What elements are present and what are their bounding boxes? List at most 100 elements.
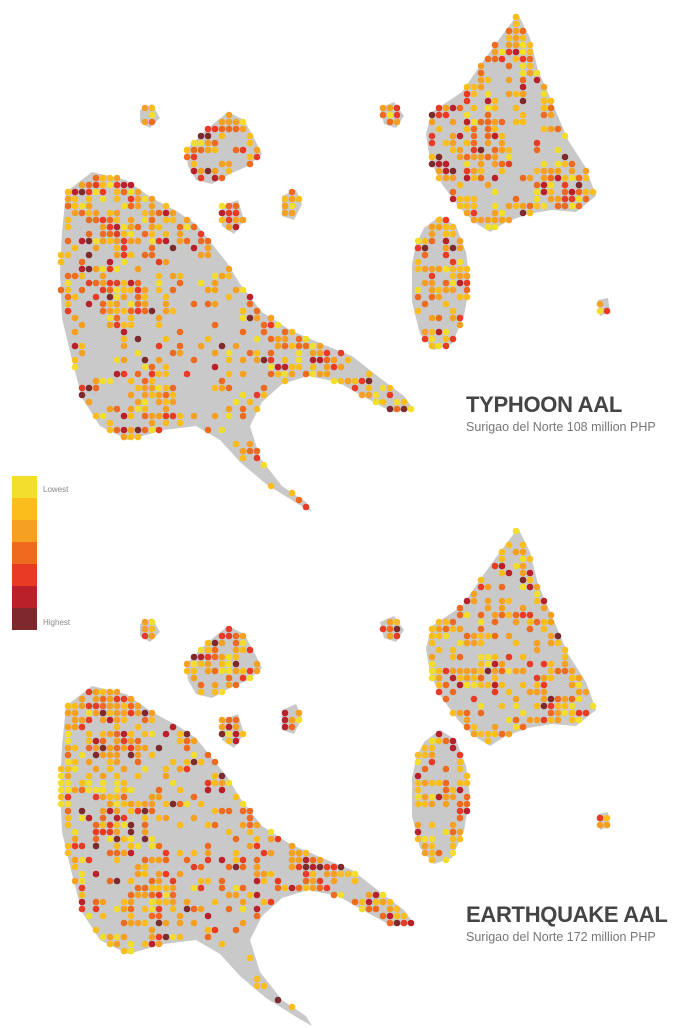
loss-dot [491, 660, 499, 668]
loss-dot [253, 307, 261, 315]
loss-dot [162, 370, 170, 378]
loss-dot [526, 716, 534, 724]
loss-dot [155, 370, 163, 378]
loss-dot [442, 856, 450, 864]
loss-dot [148, 716, 156, 724]
loss-dot [561, 702, 569, 710]
loss-dot [554, 146, 562, 154]
loss-dot [127, 709, 135, 717]
loss-dot [484, 125, 492, 133]
loss-dot [85, 216, 93, 224]
loss-dot [505, 160, 513, 168]
loss-dot [197, 863, 205, 871]
loss-dot [463, 709, 471, 717]
loss-dot [176, 223, 184, 231]
loss-dot [141, 363, 149, 371]
loss-dot [176, 821, 184, 829]
loss-dot [449, 286, 457, 294]
loss-dot [183, 758, 191, 766]
loss-dot [372, 905, 380, 913]
loss-dot [435, 730, 443, 738]
loss-dot [281, 716, 289, 724]
loss-dot [148, 370, 156, 378]
loss-dot [540, 604, 548, 612]
loss-dot [386, 919, 394, 927]
loss-dot [106, 758, 114, 766]
loss-dot [57, 772, 65, 780]
loss-dot [267, 321, 275, 329]
loss-dot [92, 744, 100, 752]
loss-dot [456, 709, 464, 717]
earthquake-title: EARTHQUAKE AAL [466, 902, 668, 927]
loss-dot [204, 912, 212, 920]
loss-dot [547, 709, 555, 717]
loss-dot [491, 216, 499, 224]
loss-dot [449, 618, 457, 626]
loss-dot [456, 639, 464, 647]
loss-dot [232, 146, 240, 154]
loss-dot [106, 793, 114, 801]
loss-dot [442, 632, 450, 640]
loss-dot [302, 870, 310, 878]
loss-dot [498, 555, 506, 563]
loss-dot [582, 709, 590, 717]
loss-dot [477, 118, 485, 126]
loss-dot [260, 898, 268, 906]
loss-dot [246, 667, 254, 675]
loss-dot [99, 230, 107, 238]
loss-dot [176, 279, 184, 287]
loss-dot [470, 667, 478, 675]
loss-dot [92, 828, 100, 836]
loss-dot [204, 779, 212, 787]
loss-dot [169, 349, 177, 357]
loss-dot [113, 181, 121, 189]
loss-dot [512, 618, 520, 626]
loss-dot [85, 279, 93, 287]
loss-dot [127, 300, 135, 308]
loss-dot [540, 688, 548, 696]
loss-dot [106, 940, 114, 948]
loss-dot [127, 835, 135, 843]
loss-dot [498, 660, 506, 668]
loss-dot [295, 863, 303, 871]
loss-dot [190, 660, 198, 668]
loss-dot [456, 786, 464, 794]
loss-dot [393, 912, 401, 920]
loss-dot [211, 758, 219, 766]
loss-dot [85, 230, 93, 238]
loss-dot [148, 384, 156, 392]
loss-dot [92, 842, 100, 850]
loss-dot [113, 195, 121, 203]
loss-dot [113, 286, 121, 294]
loss-dot [435, 314, 443, 322]
loss-dot [99, 181, 107, 189]
loss-dot [190, 167, 198, 175]
loss-dot [491, 667, 499, 675]
loss-dot [141, 216, 149, 224]
loss-dot [575, 174, 583, 182]
loss-dot [92, 412, 100, 420]
loss-dot [442, 765, 450, 773]
loss-dot [176, 765, 184, 773]
loss-dot [232, 716, 240, 724]
loss-dot [78, 779, 86, 787]
loss-dot [92, 279, 100, 287]
loss-dot [379, 111, 387, 119]
loss-dot [414, 751, 422, 759]
loss-dot [85, 758, 93, 766]
loss-dot [134, 758, 142, 766]
loss-dot [456, 321, 464, 329]
loss-dot [449, 744, 457, 752]
loss-dot [141, 905, 149, 913]
loss-dot [470, 681, 478, 689]
loss-dot [169, 286, 177, 294]
loss-dot [113, 723, 121, 731]
loss-dot [134, 807, 142, 815]
loss-dot [246, 447, 254, 455]
loss-dot [148, 618, 156, 626]
loss-dot [302, 370, 310, 378]
loss-dot [106, 807, 114, 815]
loss-dot [337, 870, 345, 878]
loss-dot [120, 779, 128, 787]
loss-dot [190, 814, 198, 822]
